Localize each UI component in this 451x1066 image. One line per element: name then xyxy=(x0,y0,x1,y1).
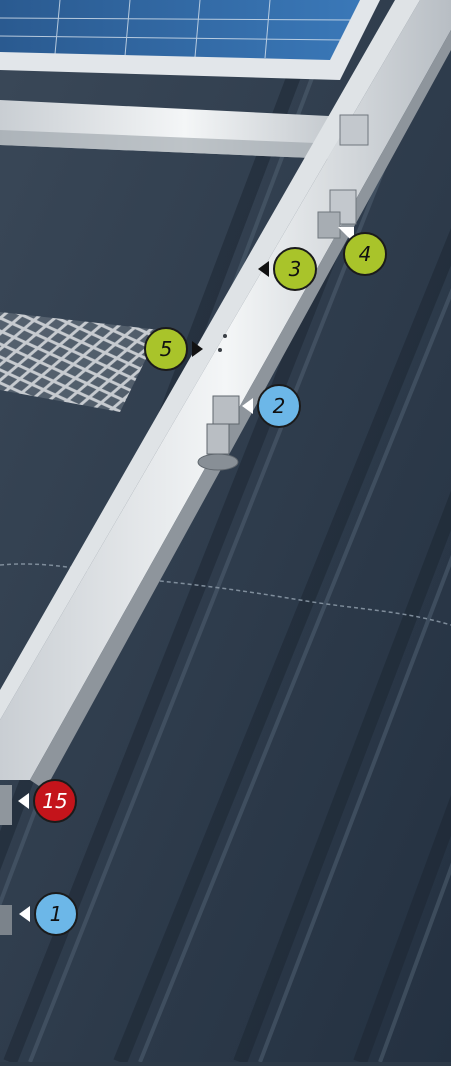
callout-badge-4: 4 xyxy=(343,232,387,276)
callout-4: 4 xyxy=(343,232,387,276)
callout-2: 2 xyxy=(242,384,301,428)
callout-badge-2: 2 xyxy=(257,384,301,428)
callout-badge-15: 15 xyxy=(33,779,77,823)
callout-1-arrow xyxy=(19,906,30,922)
callout-2-arrow xyxy=(242,398,253,414)
solar-panel xyxy=(0,0,360,60)
callout-3: 3 xyxy=(258,247,317,291)
callout-5: 5 xyxy=(144,327,203,371)
callout-15: 15 xyxy=(18,779,77,823)
callout-1: 1 xyxy=(19,892,78,936)
callout-badge-5: 5 xyxy=(144,327,188,371)
callout-15-arrow xyxy=(18,793,29,809)
callout-5-arrow xyxy=(192,341,203,357)
callout-badge-3: 3 xyxy=(273,247,317,291)
callout-3-arrow xyxy=(258,261,269,277)
callout-badge-1: 1 xyxy=(34,892,78,936)
lower-bracket xyxy=(0,785,12,825)
